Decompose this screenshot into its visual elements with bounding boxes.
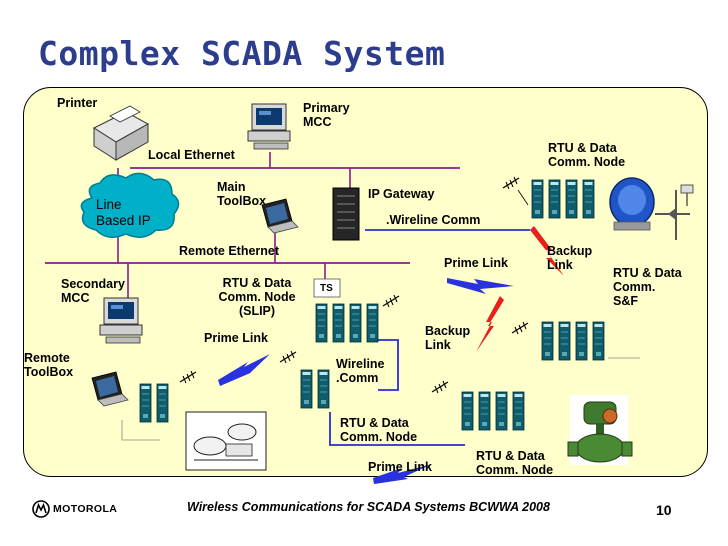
footer-text: Wireless Communications for SCADA System… [187,500,550,514]
lightning-bolt-icon [476,296,504,352]
rtu-node-mid-icon [300,369,330,409]
remote-toolbox-label: Remote ToolBox [24,351,74,379]
rtu-node-bottom-label: RTU & Data Comm. Node [476,449,554,477]
prime-link-top-label: Prime Link [444,256,508,270]
lightning-bolt-icon [218,354,270,386]
ip-gateway-icon [332,187,360,241]
wireline-comm-top-label: .Wireline Comm [386,213,481,227]
motorola-brand: MOTOROLA [32,500,117,518]
rtu-sf-label: RTU & Data Comm. S&F [613,266,682,308]
tank-icon [609,177,690,240]
pump-station-icon [185,411,267,471]
main-toolbox-label: Main ToolBox [217,180,267,208]
wireline-bottom [329,412,465,446]
motorola-logo-icon [32,500,50,518]
rtu-node-top-label: RTU & Data Comm. Node [548,141,626,169]
antenna-icon [382,294,400,308]
rtu-node-top-icon [517,179,595,219]
rtu-node-sf-icon [541,321,640,361]
rtu-node-left-icon [121,383,169,441]
antenna-icon [511,321,529,335]
rtu-node-bottom-icon [461,391,525,431]
antenna-icon [179,370,197,384]
lightning-bolt-icon [373,464,432,484]
antenna-icon [502,176,520,190]
printer-icon [92,105,150,161]
control-valve-icon [567,395,633,465]
rtu-slip-label: RTU & Data Comm. Node (SLIP) [218,276,296,318]
local-ethernet-label: Local Ethernet [148,148,235,162]
laptop-icon [91,371,129,407]
prime-link-bottom-label: Prime Link [368,460,432,474]
ts-label: TS [320,283,333,294]
wireline-comm-mid-label: Wireline .Comm [336,357,385,385]
cloud-icon [80,172,180,238]
rtu-node-mid-label: RTU & Data Comm. Node [340,416,418,444]
secondary-mcc-label: Secondary MCC [61,277,125,305]
valve-icon [680,184,694,206]
remote-ethernet-label: Remote Ethernet [179,244,280,258]
ts-box [313,278,341,298]
brand-name: MOTOROLA [53,503,118,515]
line-based-ip-label: Line Based IP [96,197,151,228]
prime-link-left-label: Prime Link [204,331,268,345]
printer-label: Printer [57,96,98,110]
lightning-bolt-icon [447,278,514,294]
backup-link-top-label: Backup Link [547,244,593,272]
primary-mcc-label: Primary MCC [303,101,350,129]
backup-link-mid-label: Backup Link [425,324,471,352]
lightning-bolt-icon [530,226,564,276]
slide-title: Complex SCADA System [38,34,446,73]
antenna-icon [431,380,449,394]
computer-icon [247,103,291,150]
laptop-icon [261,198,299,234]
rtu-node-slip-icon [315,303,379,343]
ip-gateway-label: IP Gateway [368,187,435,201]
antenna-icon [279,350,297,364]
wireline-mid [378,339,399,391]
page-number: 10 [656,502,672,518]
